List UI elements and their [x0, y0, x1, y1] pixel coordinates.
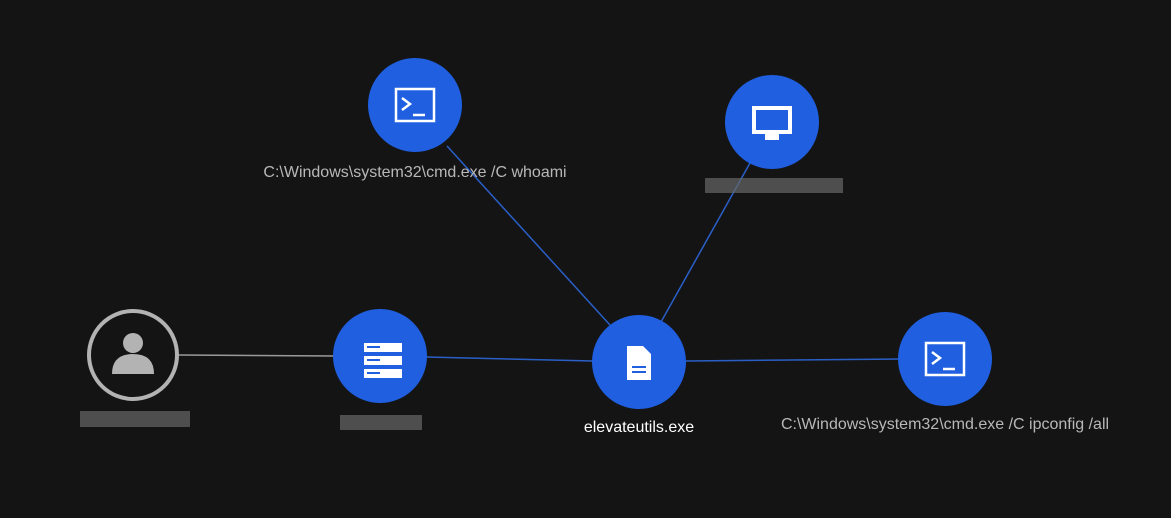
node-user[interactable]: [80, 309, 190, 427]
node-file[interactable]: elevateutils.exe: [584, 315, 694, 436]
node-host[interactable]: [705, 75, 843, 193]
node-server[interactable]: [333, 309, 427, 430]
redacted-label: [80, 411, 190, 427]
node-label: C:\Windows\system32\cmd.exe /C ipconfig …: [781, 416, 1109, 433]
user-icon: [112, 333, 154, 374]
edge-file-whoami: [446, 145, 611, 326]
redacted-label: [705, 178, 843, 193]
edge-server-file: [425, 356, 594, 362]
node-label: elevateutils.exe: [584, 419, 694, 436]
node-cmd-whoami[interactable]: C:\Windows\system32\cmd.exe /C whoami: [263, 58, 567, 181]
file-icon: [627, 346, 651, 380]
redacted-label: [340, 415, 422, 430]
node-cmd-ipconfig[interactable]: C:\Windows\system32\cmd.exe /C ipconfig …: [781, 312, 1109, 433]
edge-user-server: [177, 354, 336, 357]
server-icon: [364, 343, 402, 378]
terminal-icon: [924, 341, 966, 377]
terminal-icon: [394, 87, 436, 123]
edge-file-ipconfig: [685, 358, 900, 362]
node-label: C:\Windows\system32\cmd.exe /C whoami: [263, 164, 566, 181]
